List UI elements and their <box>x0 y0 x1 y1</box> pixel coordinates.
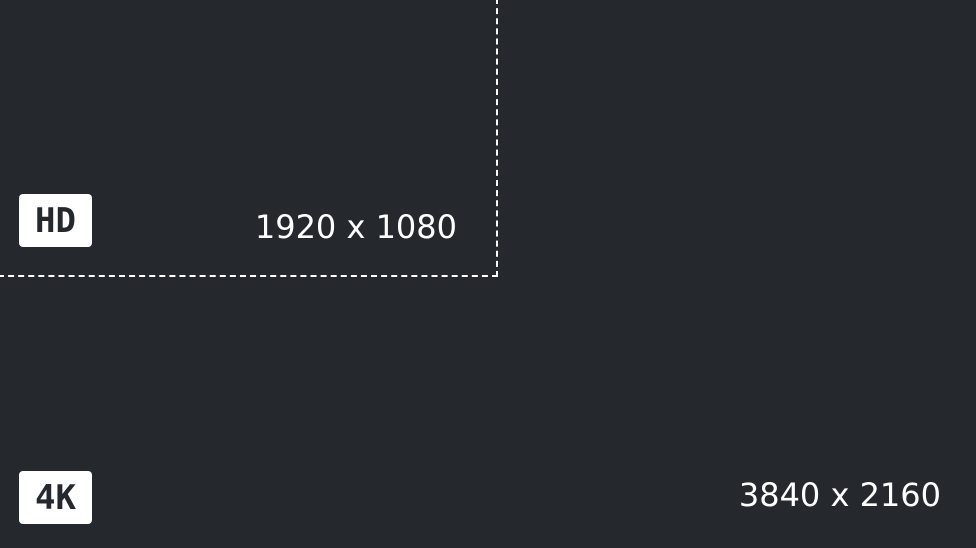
4k-badge: 4K <box>19 471 92 524</box>
4k-resolution-label: 3840 x 2160 <box>738 476 941 514</box>
hd-resolution-label: 1920 x 1080 <box>254 208 457 246</box>
hd-badge: HD <box>19 194 92 247</box>
hd-badge-label: HD <box>35 200 76 241</box>
hd-area-outline <box>0 0 498 277</box>
4k-badge-label: 4K <box>35 477 76 518</box>
